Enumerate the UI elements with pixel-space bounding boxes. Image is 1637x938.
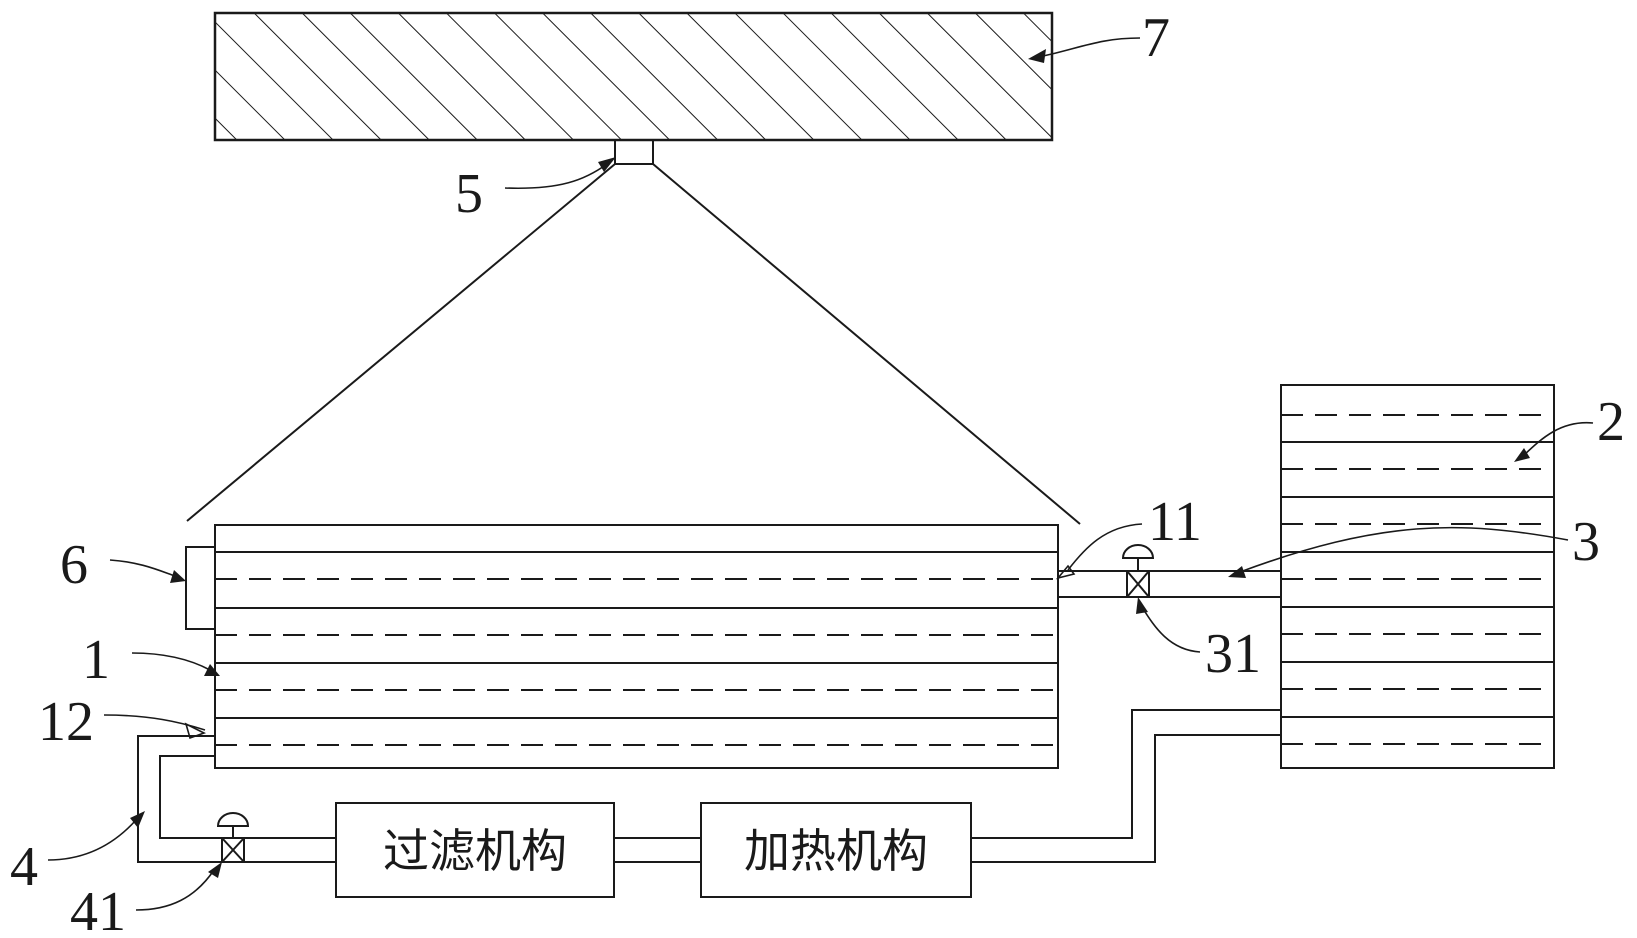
connecting-pipe [1058, 570, 1281, 598]
label-5: 5 [455, 163, 483, 225]
heater-label: 加热机构 [744, 824, 928, 878]
label-1: 1 [82, 629, 110, 691]
side-block [185, 546, 216, 630]
emitter-block [614, 139, 654, 165]
label-3: 3 [1572, 511, 1600, 573]
reservoir-tank [1280, 384, 1555, 769]
spread-line-right [652, 163, 1081, 525]
label-11: 11 [1148, 491, 1202, 553]
valve-41 [216, 812, 250, 863]
label-6: 6 [60, 534, 88, 596]
label-2: 2 [1597, 391, 1625, 453]
spread-line-left [186, 163, 616, 522]
label-7: 7 [1142, 7, 1170, 69]
filter-box: 过滤机构 [335, 802, 615, 898]
label-41: 41 [70, 881, 126, 938]
main-tank [214, 524, 1059, 769]
circulation-pipe [137, 709, 1281, 863]
label-12: 12 [38, 691, 94, 753]
hatched-slab [213, 11, 1054, 142]
label-31: 31 [1205, 623, 1261, 685]
label-4: 4 [10, 836, 38, 898]
leader-lines [47, 37, 1594, 911]
heater-box: 加热机构 [700, 802, 972, 898]
filter-label: 过滤机构 [383, 824, 567, 878]
